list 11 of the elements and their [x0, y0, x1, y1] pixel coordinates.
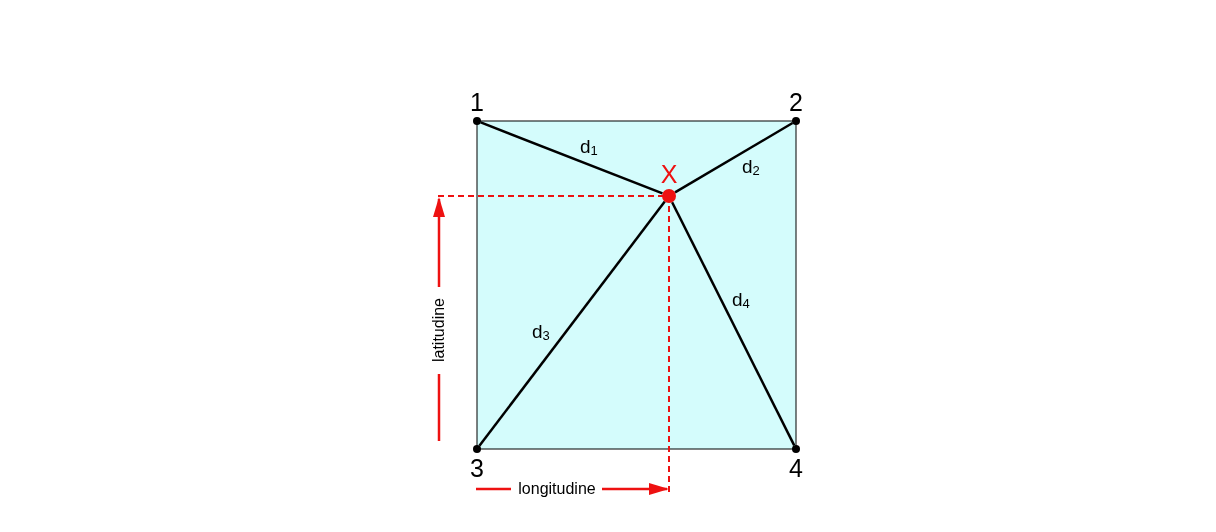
vertex-number: 2 — [789, 89, 803, 115]
edge-label: d$_{3}$ — [532, 322, 550, 345]
edge-label: d$_{1}$ — [580, 137, 598, 160]
vertex-number: 4 — [789, 455, 803, 481]
edge-label: d$_{4}$ — [732, 290, 750, 313]
axis-label: longitudine — [517, 480, 597, 498]
distance-line — [480, 121, 663, 195]
edge-label: d$_{2}$ — [742, 157, 760, 180]
vertex-number: 1 — [470, 89, 484, 115]
point-label: X — [660, 161, 678, 187]
vertex-number: 3 — [470, 455, 484, 481]
